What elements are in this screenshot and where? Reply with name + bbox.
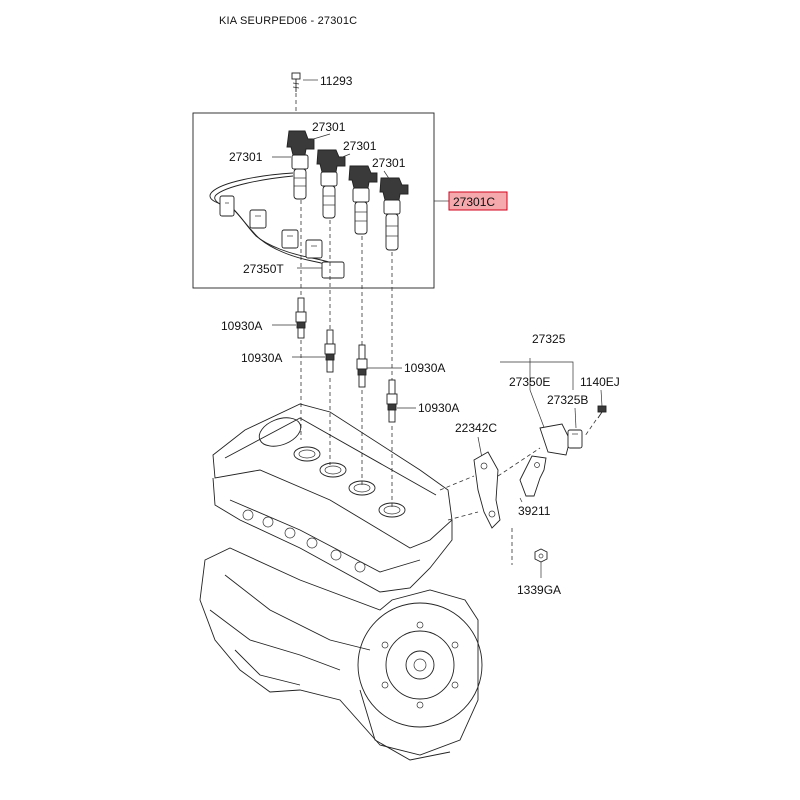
ignition-coil-1[interactable]: [286, 130, 315, 200]
nut-1339GA[interactable]: [534, 548, 548, 563]
spark-plug-3[interactable]: [356, 344, 368, 388]
spark-plug-1[interactable]: [295, 297, 307, 339]
callout-1140EJ: 1140EJ: [580, 375, 620, 389]
wiring-harness-27350T[interactable]: [209, 172, 345, 279]
callout-27301C: 27301C: [453, 195, 495, 209]
coil-assembly-frame: [192, 112, 435, 289]
engine-block: [199, 403, 483, 761]
highlight-27301C-box[interactable]: [448, 191, 508, 211]
ignition-coil-3[interactable]: [348, 165, 378, 235]
spark-plug-2[interactable]: [324, 329, 336, 373]
callout-1339GA: 1339GA: [517, 583, 561, 597]
callout-11293: 11293: [320, 74, 353, 88]
page-title: KIA SEURPED06 - 27301C: [219, 15, 358, 27]
callout-27301-b: 27301: [229, 150, 263, 164]
spark-plug-4[interactable]: [386, 379, 398, 423]
ignition-coil-2[interactable]: [316, 149, 346, 219]
sensor-bolt-1140EJ[interactable]: [584, 405, 607, 437]
callout-39211: 39211: [518, 504, 551, 518]
callout-27325: 27325: [532, 332, 566, 346]
callout-27325B: 27325B: [547, 393, 588, 407]
callout-27301-d: 27301: [372, 156, 406, 170]
callout-27301-c: 27301: [343, 139, 377, 153]
callout-27350T: 27350T: [243, 262, 284, 276]
callout-10930A-d: 10930A: [418, 401, 459, 415]
sensor-27325B[interactable]: [539, 423, 583, 456]
bolt-11293[interactable]: [291, 72, 318, 112]
callout-10930A-c: 10930A: [404, 361, 445, 375]
bracket-22342C[interactable]: [473, 451, 501, 529]
callout-10930A-a: 10930A: [221, 319, 262, 333]
callout-27301-a: 27301: [312, 120, 346, 134]
callout-27350E: 27350E: [509, 375, 550, 389]
callout-22342C: 22342C: [455, 421, 497, 435]
ignition-coil-4[interactable]: [379, 177, 409, 251]
bracket-39211[interactable]: [519, 455, 547, 497]
callout-10930A-b: 10930A: [241, 351, 282, 365]
